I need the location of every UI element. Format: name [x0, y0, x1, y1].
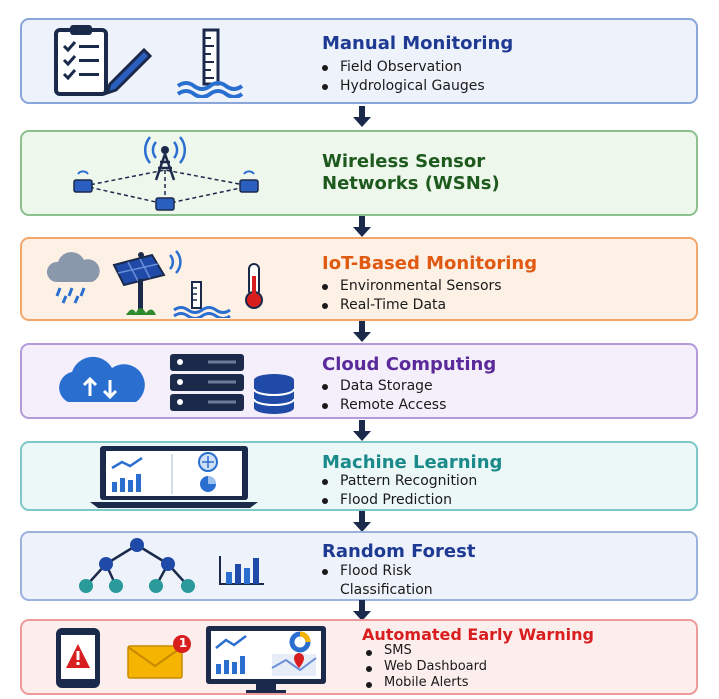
- server-rack-icon: [168, 352, 246, 414]
- bullet-item: SMS: [362, 643, 487, 659]
- stage-title: Manual Monitoring: [322, 33, 514, 54]
- bullet-list: SMS Web Dashboard Mobile Alerts: [362, 643, 487, 691]
- bullet-item: Web Dashboard: [362, 659, 487, 675]
- stage-title: Random Forest: [322, 541, 476, 562]
- down-arrow-icon: [353, 420, 371, 441]
- bullet-list: Data Storage Remote Access: [318, 377, 446, 415]
- decision-tree-icon: [72, 536, 202, 596]
- stage-title: Automated Early Warning: [362, 625, 594, 644]
- stage-title: IoT-Based Monitoring: [322, 253, 538, 274]
- phone-alert-icon: [52, 626, 104, 690]
- bullet-item: Environmental Sensors: [318, 277, 502, 296]
- rain-cloud-icon: [44, 252, 104, 304]
- down-arrow-icon: [353, 216, 371, 237]
- down-arrow-icon: [353, 106, 371, 127]
- bullet-item: Field Observation: [318, 58, 485, 77]
- bullet-item: Pattern Recognition: [318, 472, 477, 491]
- bullet-list: Pattern Recognition Flood Prediction: [318, 472, 477, 510]
- down-arrow-icon: [353, 511, 371, 532]
- clipboard-checklist-icon: [52, 24, 152, 98]
- bullet-list: Flood Risk Classification: [318, 562, 433, 600]
- bullet-item: Mobile Alerts: [362, 675, 487, 691]
- stage-title: Wireless Sensor: [322, 151, 486, 172]
- stage-wireless-sensor-networks: [20, 130, 698, 216]
- down-arrow-icon: [353, 321, 371, 342]
- stage-automated-early-warning: [20, 619, 698, 695]
- sensor-node-icon: [73, 170, 259, 211]
- stage-title-line-2: Networks (WSNs): [322, 173, 500, 194]
- mail-notification-icon: [124, 634, 198, 680]
- bullet-item: Flood Risk: [318, 562, 433, 581]
- dashboard-map-icon: [202, 624, 330, 694]
- bullet-item-continued: Classification: [340, 582, 433, 598]
- bullet-list: Environmental Sensors Real-Time Data: [318, 277, 502, 315]
- stage-title: Cloud Computing: [322, 354, 497, 375]
- down-arrow-icon: [353, 600, 371, 621]
- database-icon: [252, 372, 296, 416]
- bullet-list: Field Observation Hydrological Gauges: [318, 58, 485, 96]
- radio-tower-icon: [60, 136, 280, 214]
- bullet-item: Real-Time Data: [318, 296, 502, 315]
- thermometer-icon: [242, 262, 266, 310]
- bar-chart-icon: [218, 554, 266, 586]
- laptop-dashboard-icon: [90, 444, 258, 510]
- solar-sensor-icon: [108, 245, 198, 317]
- notification-count-badge: 1: [178, 636, 188, 650]
- water-gauge-icon: [172, 280, 234, 318]
- cloud-upload-icon: [50, 352, 154, 412]
- stage-title: Machine Learning: [322, 452, 503, 473]
- bullet-item: Remote Access: [318, 396, 446, 415]
- water-gauge-icon: [176, 26, 246, 98]
- bullet-item: Data Storage: [318, 377, 446, 396]
- bullet-item: Flood Prediction: [318, 491, 477, 510]
- bullet-item: Hydrological Gauges: [318, 77, 485, 96]
